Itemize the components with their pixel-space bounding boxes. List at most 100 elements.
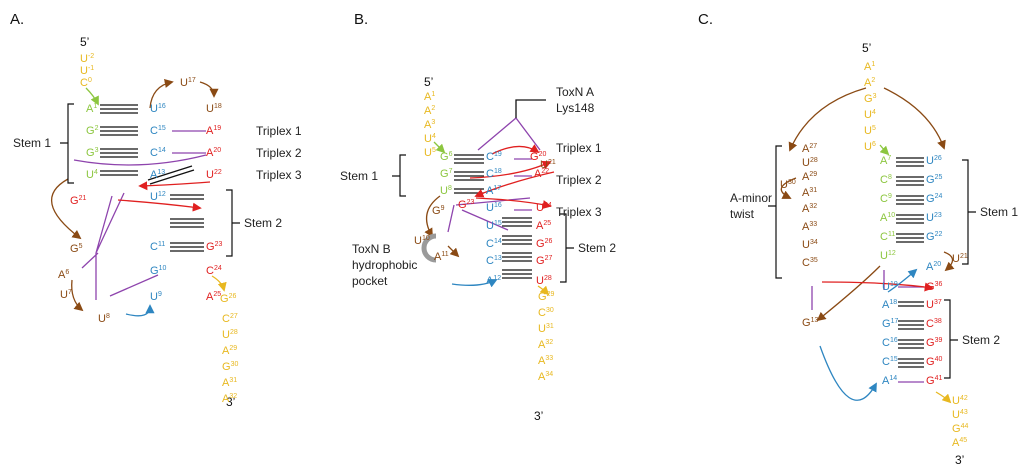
nucleotide-number: 25: [213, 291, 221, 298]
nucleotide-base: U: [222, 329, 230, 341]
nucleotide-G3: G3: [864, 93, 877, 105]
nucleotide-base: C: [486, 168, 494, 180]
nucleotide-base: G: [70, 243, 79, 255]
nucleotide-number: 34: [810, 239, 818, 246]
nucleotide-number: 16: [494, 202, 502, 209]
panel-a-label: A.: [10, 11, 24, 28]
nucleotide-A25: A25: [206, 291, 221, 303]
nucleotide-base: C: [486, 255, 494, 267]
stem1-bracket-b: [392, 154, 406, 197]
panel-a-tertiary-contacts: [73, 130, 207, 300]
nucleotide-base: C: [222, 313, 230, 325]
nucleotide-G36: G36: [926, 281, 942, 293]
nucleotide-U18: U18: [206, 103, 222, 115]
nucleotide-base: U: [206, 169, 214, 181]
nucleotide-A17: A17: [486, 185, 501, 197]
nucleotide-base: G: [952, 423, 961, 435]
nucleotide-G9: G9: [432, 205, 445, 217]
nucleotide-number: 23: [467, 199, 475, 206]
nucleotide-number: 1: [871, 61, 875, 68]
nucleotide-number: 26: [545, 238, 553, 245]
nucleotide-U-1: U-1: [80, 65, 94, 77]
nucleotide-number: 30: [546, 307, 554, 314]
nucleotide-base: U: [926, 299, 934, 311]
nucleotide-base: A: [206, 147, 214, 159]
nucleotide-base: U: [414, 235, 422, 247]
nucleotide-number: 11: [888, 231, 895, 238]
nucleotide-G44: G44: [952, 423, 968, 435]
nucleotide-number: 23: [934, 212, 942, 219]
nucleotide-A22: A22: [534, 168, 549, 180]
nucleotide-number: 18: [889, 299, 897, 306]
nucleotide-U15: U15: [486, 220, 502, 232]
nucleotide-C11: C11: [150, 241, 165, 253]
nucleotide-number: 26: [229, 293, 237, 300]
nucleotide-G27: G27: [536, 255, 552, 267]
nucleotide-base: G: [926, 281, 935, 293]
nucleotide-U17: U17: [180, 77, 196, 89]
nucleotide-number: 28: [230, 329, 238, 336]
nucleotide-A20: A20: [926, 261, 941, 273]
nucleotide-number: 17: [891, 318, 899, 325]
nucleotide-base: U: [440, 185, 448, 197]
nucleotide-A29: A29: [802, 171, 817, 183]
nucleotide-base: U: [802, 239, 810, 251]
nucleotide-base: C: [206, 265, 214, 277]
nucleotide-number: 17: [493, 185, 501, 192]
aminor-bracket: [768, 145, 782, 279]
nucleotide-A33: A33: [538, 355, 553, 367]
nucleotide-base: A: [222, 393, 230, 405]
nucleotide-U34: U34: [802, 239, 818, 251]
nucleotide-base: U: [540, 159, 548, 171]
nucleotide-number: 31: [546, 323, 554, 330]
nucleotide-base: G: [926, 337, 935, 349]
nucleotide-number: 22: [541, 168, 549, 175]
nucleotide-base: C: [486, 238, 494, 250]
nucleotide-base: G: [538, 291, 547, 303]
panel-c-five-prime: 5’: [862, 41, 871, 55]
nucleotide-G26: G26: [220, 293, 236, 305]
nucleotide-base: A: [802, 171, 810, 183]
nucleotide-base: A: [486, 185, 494, 197]
nucleotide-number: 28: [810, 157, 818, 164]
panel-a-triplex2-label: Triplex 2: [256, 146, 302, 160]
nucleotide-G22: G22: [926, 231, 942, 243]
nucleotide-base: U: [180, 77, 188, 89]
stem1-bracket-c: [962, 159, 976, 265]
nucleotide-number: 20: [933, 261, 941, 268]
nucleotide-base: A: [536, 220, 544, 232]
nucleotide-number: 4: [432, 133, 436, 140]
nucleotide-base: U: [150, 103, 158, 115]
nucleotide-base: U: [952, 253, 960, 265]
panel-a-stem1-label: Stem 1: [13, 136, 51, 150]
nucleotide-number: 3: [873, 93, 877, 100]
panel-b-lys-label-2: Lys148: [556, 101, 595, 115]
nucleotide-number: 19: [213, 125, 221, 132]
nucleotide-C27: C27: [222, 313, 238, 325]
nucleotide-base: A: [434, 251, 442, 263]
nucleotide-base: C: [150, 125, 158, 137]
panel-c-nucleotides: A1A2G3U4U5U6A7C8C9A10C11U12G13A14C15C16G…: [780, 61, 968, 449]
panel-b-nucleotides: A1A2A3U4U5G6G7U8G9U10A11A12C13C14U15U16A…: [414, 91, 556, 383]
nucleotide-G23: G23: [458, 199, 474, 211]
nucleotide-base: C: [538, 307, 546, 319]
nucleotide-A32: A32: [222, 393, 237, 405]
panel-b-triplex1-label: Triplex 1: [556, 141, 602, 155]
nucleotide-U-2: U-2: [80, 53, 94, 65]
nucleotide-A2: A2: [424, 105, 435, 117]
nucleotide-base: U: [80, 53, 88, 65]
nucleotide-number: 23: [215, 241, 223, 248]
nucleotide-C14: C14: [150, 147, 166, 159]
nucleotide-number: 25: [935, 174, 943, 181]
panel-b-triplex3-label: Triplex 3: [556, 205, 602, 219]
nucleotide-number: 8: [448, 185, 452, 192]
nucleotide-base: U: [802, 157, 810, 169]
nucleotide-G17: G17: [882, 318, 898, 330]
nucleotide-number: 4: [872, 109, 876, 116]
nucleotide-base: G: [440, 168, 449, 180]
nucleotide-G29: G29: [538, 291, 554, 303]
nucleotide-number: 6: [872, 141, 876, 148]
nucleotide-G7: G7: [440, 168, 453, 180]
nucleotide-base: C: [880, 193, 888, 205]
panel-b-label: B.: [354, 11, 368, 28]
